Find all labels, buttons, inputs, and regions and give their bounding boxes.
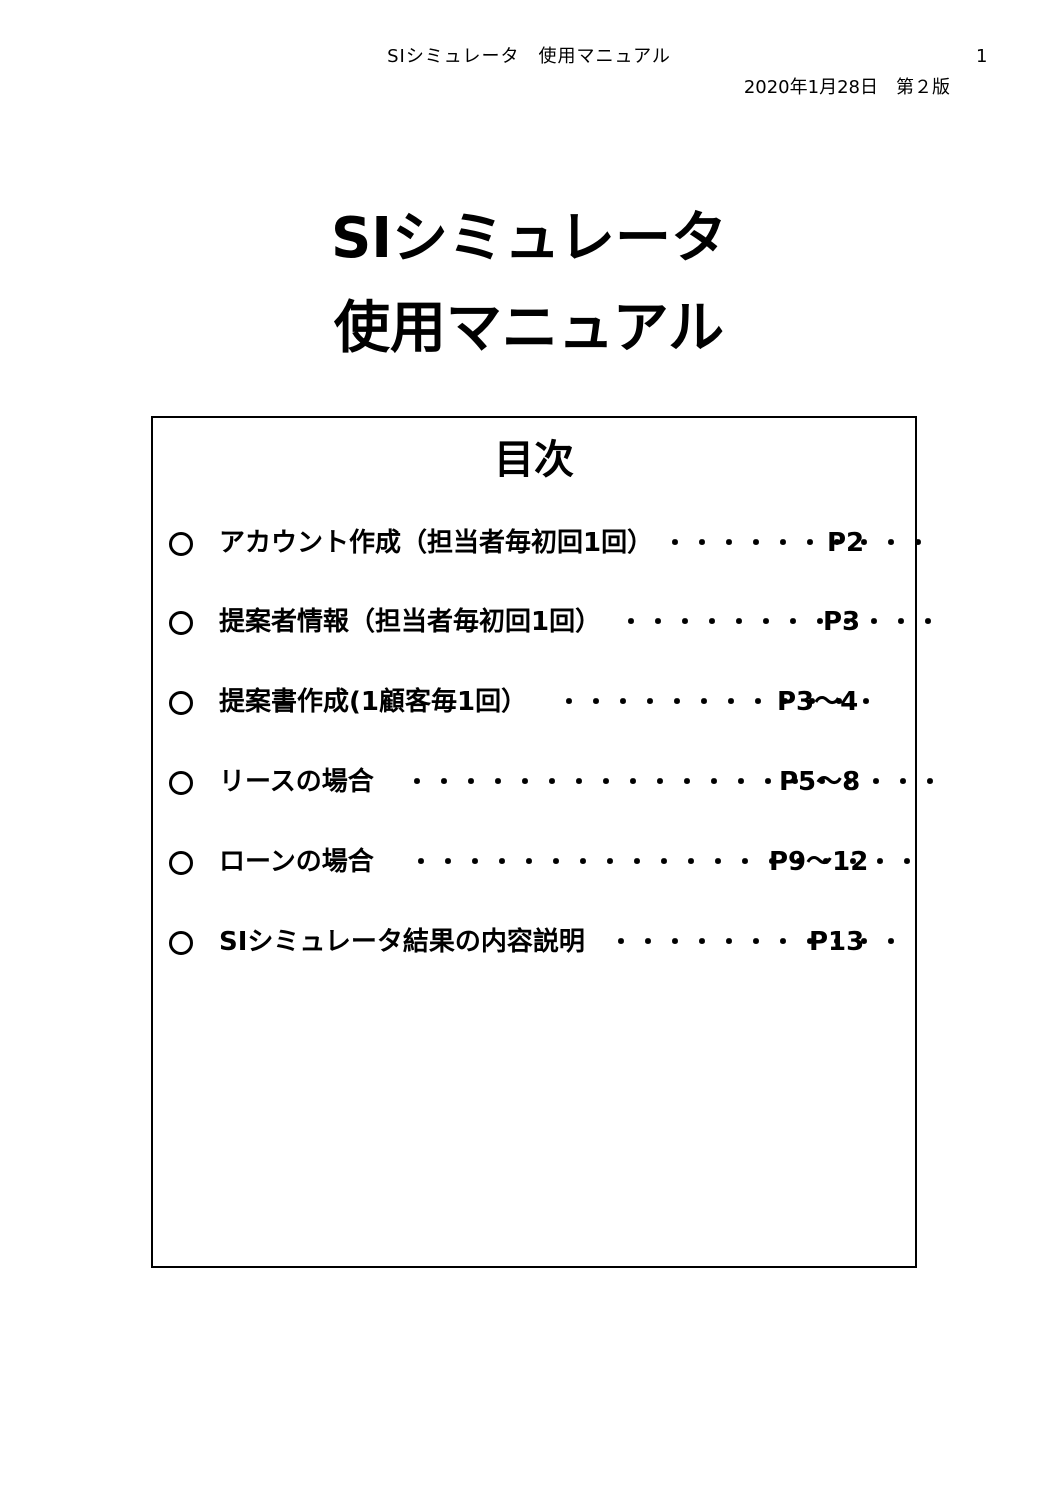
toc-item-label: SIシミュレータ結果の内容説明 <box>219 927 585 957</box>
main-title-line-2: 使用マニュアル <box>333 296 725 361</box>
toc-heading: 目次 <box>494 437 574 483</box>
toc-item-page: P3 <box>823 607 861 637</box>
toc-item-result-explanation: SIシミュレータ結果の内容説明 ・・・・・・・・・・・ P13 <box>153 925 915 961</box>
circle-bullet-icon <box>169 931 193 955</box>
circle-bullet-icon <box>169 532 193 556</box>
toc-item-page: P3～4 <box>777 687 859 717</box>
toc-leader-dots: ・・・・・・・・・・・ <box>609 928 906 956</box>
toc-leader-dots: ・・・・・・・・・・ <box>663 529 933 557</box>
toc-item-account: アカウント作成（担当者毎初回1回） ・・・・・・・・・・ P2 <box>153 526 930 562</box>
toc-item-proposer-info: 提案者情報（担当者毎初回1回） ・・・・・・・・・・・・ P3 <box>153 605 940 641</box>
page-header-title: SIシミュレータ 使用マニュアル <box>387 46 671 67</box>
toc-item-label: ローンの場合 <box>219 847 374 877</box>
toc-item-proposal-creation: 提案書作成(1顧客毎1回） ・・・・・・・・・・・・ P3～4 <box>153 685 915 721</box>
toc-item-page: P5～8 <box>779 767 861 797</box>
edition-date: 2020年1月28日 第２版 <box>743 77 950 98</box>
toc-item-label: 提案者情報（担当者毎初回1回） <box>219 607 602 637</box>
main-title-line-1: SIシミュレータ <box>330 206 728 271</box>
toc-item-loan: ローンの場合 ・・・・・・・・・・・・・・・・・・・ P9～12 <box>153 845 919 881</box>
toc-item-page: P2 <box>827 528 865 558</box>
toc-item-page: P9～12 <box>769 847 869 877</box>
circle-bullet-icon <box>169 691 193 715</box>
page-number: 1 <box>976 46 988 67</box>
toc-leader-dots: ・・・・・・・・・・・・・・・・・・・ <box>409 848 922 876</box>
toc-leader-dots: ・・・・・・・・・・・・・・・・・・・・ <box>405 768 945 796</box>
toc-item-label: リースの場合 <box>219 767 374 797</box>
toc-item-page: P13 <box>809 927 865 957</box>
toc-box: 目次 アカウント作成（担当者毎初回1回） ・・・・・・・・・・ P2 提案者情報… <box>151 416 942 1268</box>
circle-bullet-icon <box>169 611 193 635</box>
toc-item-label: アカウント作成（担当者毎初回1回） <box>219 528 654 558</box>
toc-item-label: 提案書作成(1顧客毎1回） <box>219 687 528 717</box>
toc-leader-dots: ・・・・・・・・・・・・ <box>557 688 881 716</box>
toc-leader-dots: ・・・・・・・・・・・・ <box>619 608 943 636</box>
toc-item-lease: リースの場合 ・・・・・・・・・・・・・・・・・・・・ P5～8 <box>153 765 942 801</box>
circle-bullet-icon <box>169 771 193 795</box>
circle-bullet-icon <box>169 851 193 875</box>
